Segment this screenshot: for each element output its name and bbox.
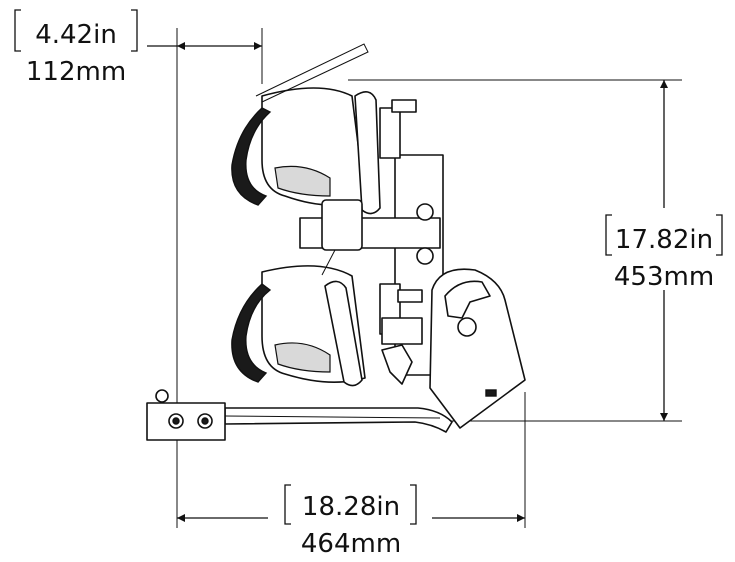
height-metric-label: 453mm xyxy=(614,262,714,292)
height-bracket-left xyxy=(605,214,612,256)
lower-latch-lever xyxy=(381,344,413,385)
height-bracket-right xyxy=(716,214,723,256)
mount-bolt-right-hole xyxy=(201,417,209,425)
height-imperial-label: 17.82in xyxy=(615,225,713,255)
upper-lever xyxy=(255,43,369,103)
part-illustration xyxy=(146,43,526,441)
upper-cradle-pad xyxy=(274,165,331,197)
lower-cradle-pad xyxy=(274,342,331,373)
width-bracket-left xyxy=(284,484,291,525)
offset-imperial-label: 4.42in xyxy=(35,20,117,50)
offset-dimension: 4.42in 112mm xyxy=(14,9,262,87)
width-imperial-label: 18.28in xyxy=(302,492,400,522)
mount-eyelet xyxy=(155,389,169,403)
offset-bracket-left xyxy=(14,9,21,52)
lower-handle xyxy=(324,280,363,387)
center-link xyxy=(321,249,336,276)
cross-bracket xyxy=(299,217,441,249)
extension-lines xyxy=(176,28,682,528)
offset-bracket-right xyxy=(131,9,138,52)
height-dimension: 17.82in 453mm xyxy=(605,80,723,421)
pivot-label-tag xyxy=(485,389,497,397)
base-arm-edge xyxy=(224,415,441,419)
upper-clamp xyxy=(379,107,401,159)
mount-bolt-left-hole xyxy=(172,417,180,425)
center-connector xyxy=(321,199,363,251)
lower-cradle-strap xyxy=(231,283,272,383)
width-bracket-right xyxy=(410,484,417,525)
width-metric-label: 464mm xyxy=(301,529,401,559)
pivot-hole xyxy=(457,317,477,337)
plate-bolt-2 xyxy=(416,247,434,265)
base-mount-block xyxy=(146,402,226,441)
width-dimension: 18.28in 464mm xyxy=(177,484,525,559)
base-arm xyxy=(224,407,453,433)
offset-metric-label: 112mm xyxy=(26,57,126,87)
upper-knob xyxy=(391,99,417,113)
lower-latch-block xyxy=(381,317,423,345)
upper-cradle-strap xyxy=(231,107,272,206)
upper-handle xyxy=(354,91,381,215)
plate-bolt-1 xyxy=(416,203,434,221)
lower-knob xyxy=(397,289,423,303)
pivot-plate-slot xyxy=(444,280,491,319)
